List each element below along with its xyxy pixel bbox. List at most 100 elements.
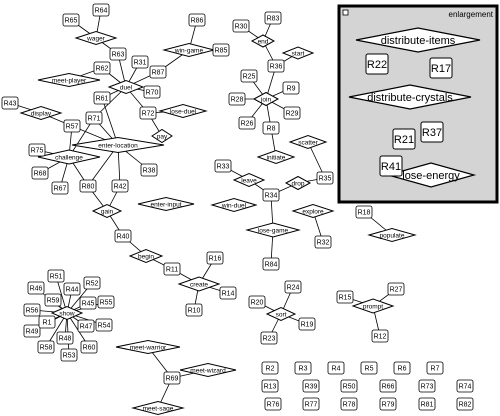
room-box[interactable] bbox=[1, 96, 19, 110]
action-scatter[interactable]: scatter bbox=[288, 134, 328, 150]
room-box[interactable] bbox=[206, 251, 224, 265]
room-r50[interactable]: R50 bbox=[340, 379, 358, 393]
action-lose-game[interactable]: lose-game bbox=[245, 222, 301, 238]
action-drop[interactable]: drop bbox=[284, 175, 312, 191]
room-box[interactable] bbox=[248, 295, 266, 309]
action-start[interactable]: start bbox=[281, 46, 315, 60]
room-r18[interactable]: R18 bbox=[355, 205, 373, 219]
room-box[interactable] bbox=[456, 397, 474, 411]
action-diamond[interactable] bbox=[232, 172, 266, 188]
action-diamond[interactable] bbox=[351, 298, 395, 314]
action-sort[interactable]: sort bbox=[265, 306, 297, 322]
action-diamond[interactable] bbox=[250, 34, 276, 48]
action-diamond[interactable] bbox=[284, 175, 312, 191]
room-r66[interactable]: R66 bbox=[379, 379, 397, 393]
room-box[interactable] bbox=[355, 205, 373, 219]
room-box[interactable] bbox=[294, 361, 312, 375]
room-r58[interactable]: R58 bbox=[37, 340, 55, 354]
room-r34[interactable]: R34 bbox=[262, 188, 280, 202]
room-box[interactable] bbox=[143, 85, 161, 99]
room-box[interactable] bbox=[262, 188, 280, 202]
room-box[interactable] bbox=[149, 65, 167, 79]
room-box[interactable] bbox=[240, 69, 258, 83]
action-diamond[interactable] bbox=[291, 203, 335, 219]
room-box[interactable] bbox=[283, 106, 301, 120]
room-box[interactable] bbox=[83, 276, 101, 290]
room-box[interactable] bbox=[264, 11, 282, 25]
room-r57[interactable]: R57 bbox=[63, 119, 81, 133]
room-box[interactable] bbox=[37, 340, 55, 354]
room-r68[interactable]: R68 bbox=[31, 166, 49, 180]
room-r42[interactable]: R42 bbox=[111, 179, 129, 193]
room-box[interactable] bbox=[371, 329, 389, 343]
room-r8[interactable]: R8 bbox=[262, 121, 280, 135]
room-r21[interactable]: R21 bbox=[392, 128, 416, 150]
room-box[interactable] bbox=[261, 379, 279, 393]
room-box[interactable] bbox=[28, 143, 46, 157]
action-wager[interactable]: wager bbox=[74, 30, 118, 46]
action-diamond[interactable] bbox=[256, 149, 296, 165]
room-r74[interactable]: R74 bbox=[456, 379, 474, 393]
action-diamond[interactable] bbox=[288, 134, 328, 150]
room-r62[interactable]: R62 bbox=[93, 61, 111, 75]
room-r12[interactable]: R12 bbox=[371, 329, 389, 343]
room-r44[interactable]: R44 bbox=[63, 282, 81, 296]
room-box[interactable] bbox=[267, 59, 285, 73]
room-r30[interactable]: R30 bbox=[232, 19, 250, 33]
room-box[interactable] bbox=[23, 303, 41, 317]
room-r16[interactable]: R16 bbox=[206, 251, 224, 265]
room-r79[interactable]: R79 bbox=[379, 397, 397, 411]
room-r61[interactable]: R61 bbox=[93, 91, 111, 105]
room-r10[interactable]: R10 bbox=[185, 303, 203, 317]
room-r87[interactable]: R87 bbox=[149, 65, 167, 79]
action-meet-wizard[interactable]: meet-wizard bbox=[179, 362, 237, 378]
room-r64[interactable]: R64 bbox=[92, 3, 110, 17]
room-r49[interactable]: R49 bbox=[23, 324, 41, 338]
room-box[interactable] bbox=[365, 53, 389, 75]
room-box[interactable] bbox=[109, 47, 127, 61]
room-r43[interactable]: R43 bbox=[1, 96, 19, 110]
action-pay[interactable]: pay bbox=[151, 128, 173, 144]
room-box[interactable] bbox=[56, 331, 74, 345]
room-box[interactable] bbox=[387, 282, 405, 296]
room-r69[interactable]: R69 bbox=[163, 371, 181, 385]
room-r41[interactable]: R41 bbox=[379, 155, 403, 177]
action-meet-sage[interactable]: meet-sage bbox=[131, 400, 185, 416]
action-win-duel[interactable]: win-duel bbox=[210, 197, 258, 213]
room-r81[interactable]: R81 bbox=[418, 397, 436, 411]
room-r35[interactable]: R35 bbox=[316, 171, 334, 185]
action-diamond[interactable] bbox=[177, 276, 221, 292]
room-r83[interactable]: R83 bbox=[264, 11, 282, 25]
room-r33[interactable]: R33 bbox=[214, 159, 232, 173]
room-box[interactable] bbox=[284, 280, 302, 294]
action-diamond[interactable] bbox=[151, 128, 173, 144]
action-initiate[interactable]: initiate bbox=[256, 149, 296, 165]
room-r73[interactable]: R73 bbox=[418, 379, 436, 393]
room-box[interactable] bbox=[163, 371, 181, 385]
room-box[interactable] bbox=[340, 379, 358, 393]
room-box[interactable] bbox=[298, 317, 316, 331]
room-r22[interactable]: R22 bbox=[365, 53, 389, 75]
room-box[interactable] bbox=[232, 19, 250, 33]
room-r37[interactable]: R37 bbox=[420, 121, 444, 143]
room-r15[interactable]: R15 bbox=[336, 290, 354, 304]
room-r24[interactable]: R24 bbox=[284, 280, 302, 294]
room-box[interactable] bbox=[418, 379, 436, 393]
room-box[interactable] bbox=[392, 128, 416, 150]
room-box[interactable] bbox=[85, 111, 103, 125]
action-diamond[interactable] bbox=[91, 203, 123, 219]
room-box[interactable] bbox=[77, 319, 95, 333]
room-box[interactable] bbox=[336, 290, 354, 304]
action-diamond[interactable] bbox=[265, 306, 297, 322]
room-r60[interactable]: R60 bbox=[80, 340, 98, 354]
room-r54[interactable]: R54 bbox=[95, 318, 113, 332]
action-create[interactable]: create bbox=[177, 276, 221, 292]
room-r17[interactable]: R17 bbox=[429, 57, 453, 79]
action-enter-input[interactable]: enter-input bbox=[137, 196, 195, 212]
room-r48[interactable]: R48 bbox=[56, 331, 74, 345]
room-box[interactable] bbox=[340, 397, 358, 411]
action-diamond[interactable] bbox=[385, 162, 477, 188]
action-lose-duel[interactable]: lose-duel bbox=[158, 103, 208, 119]
action-diamond[interactable] bbox=[210, 197, 258, 213]
room-r27[interactable]: R27 bbox=[387, 282, 405, 296]
